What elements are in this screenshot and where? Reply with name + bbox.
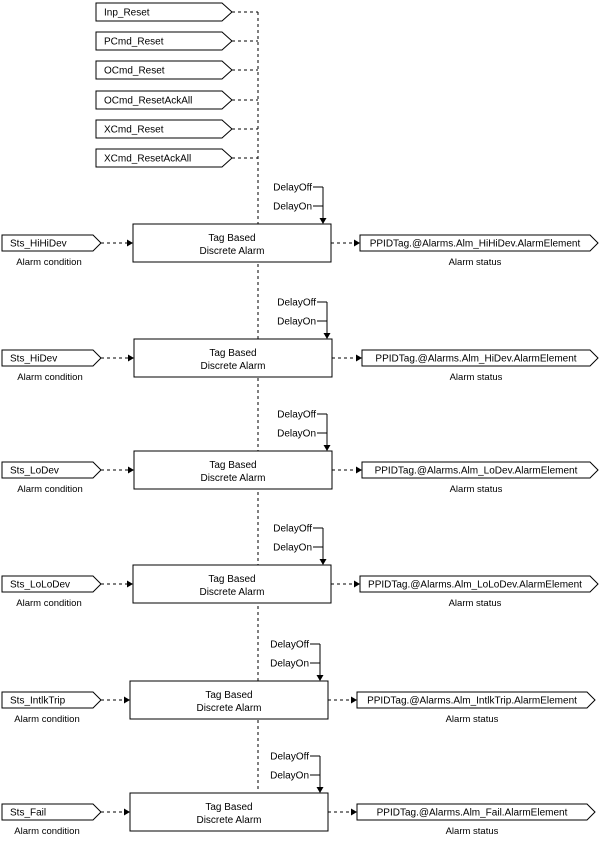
output-arrow	[351, 808, 357, 816]
reset-input-label: PCmd_Reset	[104, 37, 164, 48]
alarm-condition-label: Alarm condition	[14, 826, 79, 837]
reset-input-label: OCmd_Reset	[104, 66, 165, 77]
delay-on-label: DelayOn	[273, 202, 312, 213]
output-arrow	[354, 239, 360, 247]
discrete-alarm-block	[133, 338, 333, 378]
alarm-condition-label: Alarm condition	[17, 484, 82, 495]
reset-input-tag	[95, 31, 233, 51]
alarm-output-tag	[361, 461, 599, 479]
reset-input-tag	[95, 90, 233, 110]
alarm-condition-label: Alarm condition	[16, 257, 81, 268]
alarm-status-label: Alarm status	[450, 372, 503, 383]
alarm-output-label: PPIDTag.@Alarms.Alm_Fail.AlarmElement	[377, 808, 568, 819]
input-arrow	[128, 354, 134, 362]
reset-input-tag	[95, 60, 233, 80]
alarm-input-tag	[1, 234, 102, 252]
delay-off-label: DelayOff	[270, 640, 309, 651]
input-arrow	[124, 696, 130, 704]
alarm-status-label: Alarm status	[446, 826, 499, 837]
alarm-input-tag	[1, 575, 102, 593]
block-title-line2: Discrete Alarm	[200, 361, 265, 372]
block-title-line1: Tag Based	[208, 233, 255, 244]
delay-on-label: DelayOn	[270, 771, 309, 782]
alarm-output-tag	[356, 691, 596, 709]
input-arrow	[124, 808, 130, 816]
block-title-line1: Tag Based	[209, 348, 256, 359]
discrete-alarm-block	[133, 450, 333, 490]
alarm-status-label: Alarm status	[450, 484, 503, 495]
alarm-output-tag	[356, 803, 596, 821]
block-title-line1: Tag Based	[209, 460, 256, 471]
delay-arrow	[319, 559, 327, 565]
discrete-alarm-block	[129, 680, 329, 720]
delay-on-label: DelayOn	[277, 317, 316, 328]
reset-input-label: Inp_Reset	[104, 8, 150, 19]
alarm-status-label: Alarm status	[449, 598, 502, 609]
reset-input-label: XCmd_Reset	[104, 125, 164, 136]
alarm-output-tag	[359, 234, 599, 252]
block-title-line2: Discrete Alarm	[196, 703, 261, 714]
block-title-line1: Tag Based	[208, 574, 255, 585]
discrete-alarm-block	[129, 792, 329, 832]
input-arrow	[127, 580, 133, 588]
reset-input-tag	[95, 119, 233, 139]
alarm-output-label: PPIDTag.@Alarms.Alm_HiHiDev.AlarmElement	[370, 239, 581, 250]
reset-input-tag	[95, 2, 233, 22]
alarm-condition-label: Alarm condition	[17, 372, 82, 383]
alarm-condition-label: Alarm condition	[16, 598, 81, 609]
reset-input-label: OCmd_ResetAckAll	[104, 96, 192, 107]
alarm-output-label: PPIDTag.@Alarms.Alm_LoLoDev.AlarmElement	[368, 580, 582, 591]
block-title-line1: Tag Based	[205, 690, 252, 701]
alarm-output-label: PPIDTag.@Alarms.Alm_LoDev.AlarmElement	[375, 466, 578, 477]
alarm-input-label: Sts_LoDev	[10, 466, 59, 477]
delay-off-label: DelayOff	[273, 183, 312, 194]
alarm-input-label: Sts_Fail	[10, 808, 46, 819]
delay-off-label: DelayOff	[273, 524, 312, 535]
output-arrow	[356, 466, 362, 474]
alarm-output-tag	[361, 349, 599, 367]
block-title-line2: Discrete Alarm	[196, 815, 261, 826]
alarm-input-tag	[1, 691, 102, 709]
output-arrow	[354, 580, 360, 588]
input-arrow	[128, 466, 134, 474]
delay-off-label: DelayOff	[277, 410, 316, 421]
block-title-line2: Discrete Alarm	[199, 246, 264, 257]
delay-arrow	[316, 787, 324, 793]
alarm-input-label: Sts_HiHiDev	[10, 239, 67, 250]
alarm-output-tag	[359, 575, 599, 593]
delay-on-label: DelayOn	[277, 429, 316, 440]
discrete-alarm-block	[132, 564, 332, 604]
alarm-status-label: Alarm status	[446, 714, 499, 725]
delay-arrow	[316, 675, 324, 681]
delay-on-label: DelayOn	[270, 659, 309, 670]
input-arrow	[127, 239, 133, 247]
block-title-line2: Discrete Alarm	[199, 587, 264, 598]
output-arrow	[356, 354, 362, 362]
alarm-input-tag	[1, 803, 102, 821]
alarm-output-label: PPIDTag.@Alarms.Alm_IntlkTrip.AlarmEleme…	[367, 696, 577, 707]
block-title-line1: Tag Based	[205, 802, 252, 813]
delay-arrow	[323, 445, 331, 451]
alarm-input-label: Sts_LoLoDev	[10, 580, 70, 591]
reset-input-tag	[95, 148, 233, 168]
delay-arrow	[319, 218, 327, 224]
alarm-input-tag	[1, 349, 102, 367]
reset-input-label: XCmd_ResetAckAll	[104, 154, 191, 165]
block-title-line2: Discrete Alarm	[200, 473, 265, 484]
delay-on-label: DelayOn	[273, 543, 312, 554]
alarm-output-label: PPIDTag.@Alarms.Alm_HiDev.AlarmElement	[375, 354, 576, 365]
alarm-condition-label: Alarm condition	[14, 714, 79, 725]
alarm-status-label: Alarm status	[449, 257, 502, 268]
delay-off-label: DelayOff	[270, 752, 309, 763]
alarm-input-tag	[1, 461, 102, 479]
alarm-input-label: Sts_IntlkTrip	[10, 696, 66, 707]
output-arrow	[351, 696, 357, 704]
delay-off-label: DelayOff	[277, 298, 316, 309]
delay-arrow	[323, 333, 331, 339]
discrete-alarm-block	[132, 223, 332, 263]
alarm-input-label: Sts_HiDev	[10, 354, 57, 365]
